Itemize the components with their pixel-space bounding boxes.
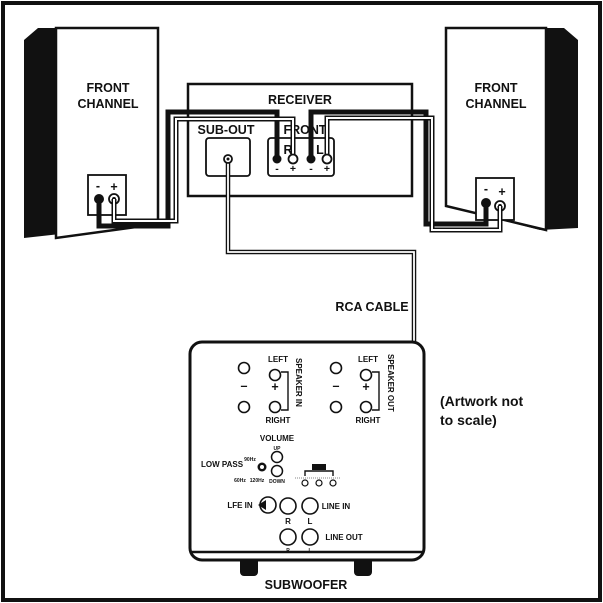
right-speaker-terminal-plate: [475, 177, 515, 221]
low-pass-label: LOW PASS: [201, 460, 244, 469]
receiver-r-minus: -: [275, 163, 279, 175]
volume-down-button[interactable]: [270, 464, 284, 478]
speaker-in-right-plus-post: [268, 400, 282, 414]
speaker-in-left-label: LEFT: [268, 355, 288, 364]
right-speaker: FRONT CHANNEL - +: [444, 26, 578, 232]
speaker-in-block: – + LEFT RIGHT SPEAKER IN: [237, 355, 303, 425]
speaker-out-left-minus-post: [329, 361, 343, 375]
dip-switch[interactable]: [295, 464, 340, 487]
receiver-r-neg-post: [272, 154, 282, 164]
receiver-l-neg-post: [306, 154, 316, 164]
volume-up-button[interactable]: [270, 450, 284, 464]
subwoofer-title: SUBWOOFER: [265, 578, 348, 592]
receiver-title: RECEIVER: [268, 93, 332, 107]
receiver-l-pos-post: [321, 153, 333, 165]
line-out-r-label: R: [286, 548, 290, 554]
left-positive-wire: [113, 118, 294, 222]
speaker-out-right-minus-post: [329, 400, 343, 414]
scale-note-2: to scale): [440, 412, 497, 428]
right-negative-wire: [308, 109, 489, 227]
receiver-front-terminal-plate: [267, 137, 335, 177]
speaker-out-right-plus-post: [359, 400, 373, 414]
low-pass-120hz: 120Hz: [250, 478, 265, 484]
volume-down-label: DOWN: [269, 479, 285, 485]
right-speaker-minus: -: [484, 182, 488, 196]
left-speaker-label-1: FRONT: [86, 81, 129, 95]
speaker-in-vertical-label: SPEAKER IN: [294, 358, 303, 407]
left-speaker-minus: -: [96, 179, 100, 193]
speaker-in-right-minus-post: [237, 400, 251, 414]
speaker-in-minus: –: [241, 379, 248, 393]
lfe-in-label: LFE IN: [227, 501, 253, 510]
receiver-front-r: R: [283, 143, 292, 157]
receiver-l-minus: -: [309, 163, 313, 175]
receiver-front-label: FRONT: [283, 123, 326, 137]
left-speaker-label-2: CHANNEL: [77, 97, 138, 111]
right-speaker-label-2: CHANNEL: [465, 97, 526, 111]
left-speaker-plus: +: [110, 180, 117, 194]
receiver: RECEIVER SUB-OUT FRONT R L - + - +: [186, 82, 414, 198]
line-in-l-jack[interactable]: [301, 497, 319, 515]
speaker-in-left-plus-post: [268, 368, 282, 382]
speaker-out-right-label: RIGHT: [356, 416, 381, 425]
speaker-out-left-plus-post: [359, 368, 373, 382]
speaker-in-left-minus-post: [237, 361, 251, 375]
line-out-l-label: L: [308, 548, 311, 554]
receiver-l-plus: +: [324, 163, 330, 175]
left-speaker: FRONT CHANNEL - +: [24, 26, 160, 240]
rca-plug: [258, 500, 266, 510]
volume-label: VOLUME: [260, 434, 295, 443]
receiver-sub-out-label: SUB-OUT: [198, 123, 255, 137]
line-out-label: LINE OUT: [325, 533, 362, 542]
speaker-in-right-label: RIGHT: [266, 416, 291, 425]
right-positive-wire: [326, 117, 501, 231]
speaker-wires: [96, 109, 503, 233]
speaker-out-left-label: LEFT: [358, 355, 378, 364]
subwoofer: – + LEFT RIGHT SPEAKER IN – + LEFT RIGHT…: [188, 340, 426, 592]
speaker-out-minus: –: [333, 379, 340, 393]
line-in-label: LINE IN: [322, 502, 351, 511]
line-out-l-jack[interactable]: [301, 528, 319, 546]
receiver-r-plus: +: [290, 163, 296, 175]
speaker-in-plus: +: [271, 380, 278, 394]
line-in-r-jack[interactable]: [279, 497, 297, 515]
scale-note-1: (Artwork not: [440, 393, 524, 409]
speaker-out-vertical-label: SPEAKER OUT: [386, 354, 395, 412]
low-pass-60hz: 60Hz: [234, 478, 246, 484]
right-speaker-label-1: FRONT: [474, 81, 517, 95]
rca-cable-label: RCA CABLE: [335, 300, 408, 314]
receiver-r-pos-post: [287, 153, 299, 165]
right-speaker-front: [444, 26, 548, 232]
low-pass-90hz: 90Hz: [244, 457, 256, 463]
right-speaker-plus: +: [498, 185, 505, 199]
volume-up-label: UP: [274, 446, 282, 452]
line-out-r-jack[interactable]: [279, 528, 297, 546]
speaker-out-plus: +: [362, 380, 369, 394]
left-speaker-terminal-plate: [87, 174, 127, 216]
line-in-r-label: R: [285, 517, 291, 526]
receiver-front-l: L: [316, 143, 324, 157]
subwoofer-panel: [188, 340, 426, 562]
line-in-l-label: L: [308, 517, 313, 526]
speaker-out-block: – + LEFT RIGHT SPEAKER OUT: [329, 354, 395, 425]
